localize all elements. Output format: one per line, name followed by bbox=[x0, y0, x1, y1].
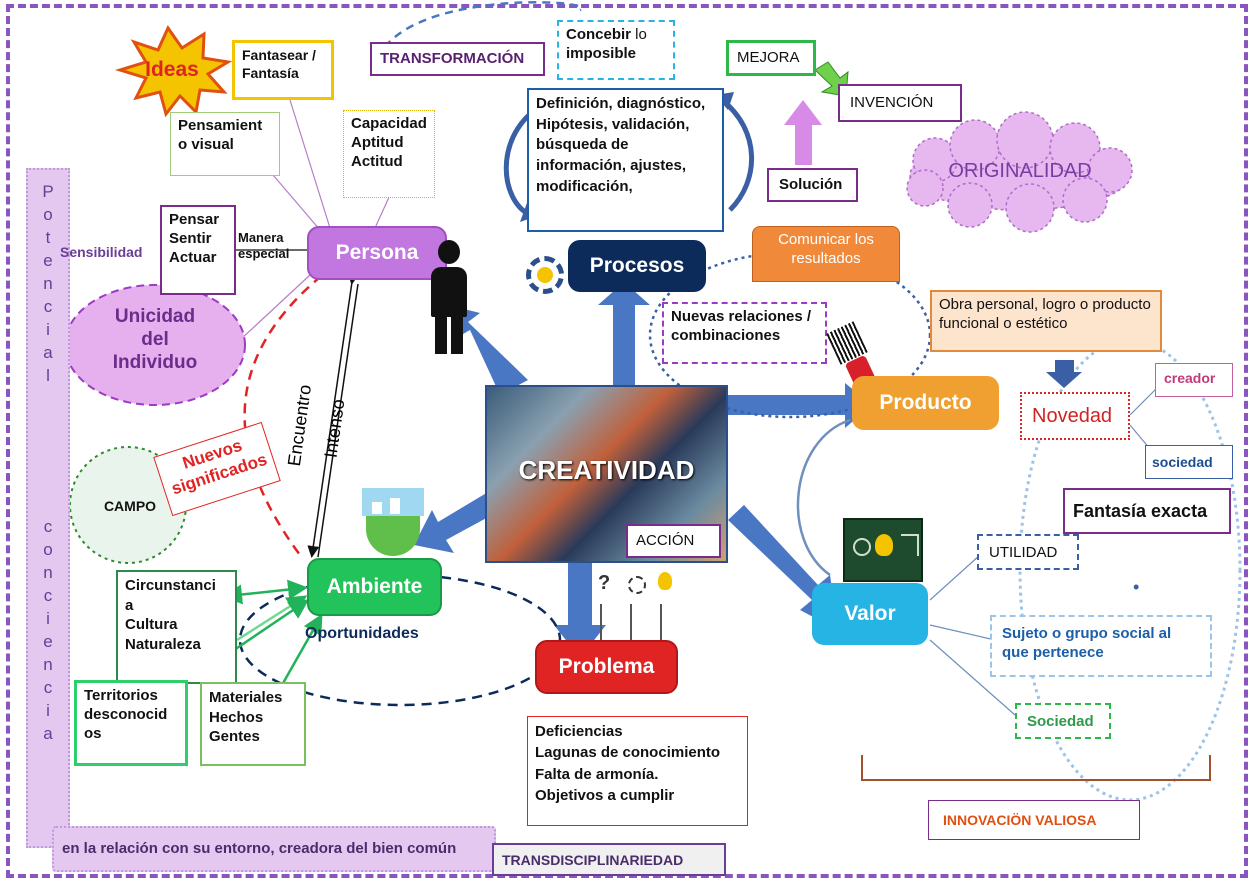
person-icon bbox=[425, 240, 473, 355]
concebir-box: Concebir lo imposible bbox=[557, 20, 675, 80]
procesos-node[interactable]: Procesos bbox=[568, 240, 706, 292]
unicidad-label: Unicidad del Individuo bbox=[112, 306, 198, 373]
thinking-people-icon: ? bbox=[592, 570, 687, 642]
utilidad-box: UTILIDAD bbox=[977, 534, 1079, 570]
entorno-text: en la relación con su entorno, creadora … bbox=[62, 840, 457, 857]
eco-globe-icon bbox=[362, 488, 424, 560]
pensamiento-visual-box: Pensamient o visual bbox=[170, 112, 280, 176]
innovacion-box: INNOVACIÖN VALIOSA bbox=[928, 800, 1140, 840]
solucion-box: Solución bbox=[767, 168, 858, 202]
creatividad-title: CREATIVIDAD bbox=[518, 455, 695, 485]
comunicar-box: Comunicar los resultados bbox=[752, 226, 900, 282]
valor-node[interactable]: Valor bbox=[812, 583, 928, 645]
problema-node[interactable]: Problema bbox=[535, 640, 678, 694]
transformacion-box: TRANSFORMACIÓN bbox=[370, 42, 545, 76]
chalkboard-idea-icon bbox=[843, 518, 923, 582]
territorios-box: Territorios desconocid os bbox=[74, 680, 188, 766]
top-dashed-arc bbox=[384, 1, 583, 48]
ambiente-node[interactable]: Ambiente bbox=[307, 558, 442, 616]
campo-label: CAMPO bbox=[103, 498, 157, 514]
mejora-box: MEJORA bbox=[726, 40, 816, 76]
sensibilidad-label: Sensibilidad bbox=[60, 244, 143, 260]
originalidad-cloud bbox=[906, 111, 1133, 233]
persona-node[interactable]: Persona bbox=[307, 226, 447, 280]
accion-box: ACCIÓN bbox=[626, 524, 721, 558]
transdisciplinariedad-box: TRANSDISCIPLINARIEDAD bbox=[492, 843, 726, 876]
novedad-box: Novedad bbox=[1020, 392, 1130, 440]
ideas-starburst bbox=[114, 24, 233, 118]
producto-node[interactable]: Producto bbox=[852, 376, 999, 430]
ideas-label: Ideas bbox=[145, 58, 199, 81]
manera-especial-label: Manera especial bbox=[238, 230, 290, 262]
fantasear-box: Fantasear / Fantasía bbox=[232, 40, 334, 100]
entorno-banner: en la relación con su entorno, creadora … bbox=[52, 826, 496, 872]
dot-marker: • bbox=[1133, 577, 1140, 597]
sujeto-box: Sujeto o grupo social al que pertenece bbox=[990, 615, 1212, 677]
fantasia-exacta-box: Fantasía exacta bbox=[1063, 488, 1231, 534]
definicion-box: Definición, diagnóstico, Hipótesis, vali… bbox=[527, 88, 724, 232]
red-dashed-arc bbox=[243, 264, 336, 556]
gears-icon bbox=[520, 250, 570, 300]
sociedad-small-box: sociedad bbox=[1145, 445, 1233, 479]
potencial-conciencia-banner bbox=[26, 168, 70, 848]
obra-box: Obra personal, logro o producto funciona… bbox=[930, 290, 1162, 352]
creador-box: creador bbox=[1155, 363, 1233, 397]
sociedad-box: Sociedad bbox=[1015, 703, 1111, 739]
oportunidades-label: Oportunidades bbox=[305, 625, 419, 642]
invencion-box: INVENCIÓN bbox=[838, 84, 962, 122]
originalidad-label: ORIGINALIDAD bbox=[948, 160, 1092, 182]
outer-frame bbox=[6, 4, 1248, 878]
nuevas-relaciones-box: Nuevas relaciones / combinaciones bbox=[662, 302, 827, 364]
